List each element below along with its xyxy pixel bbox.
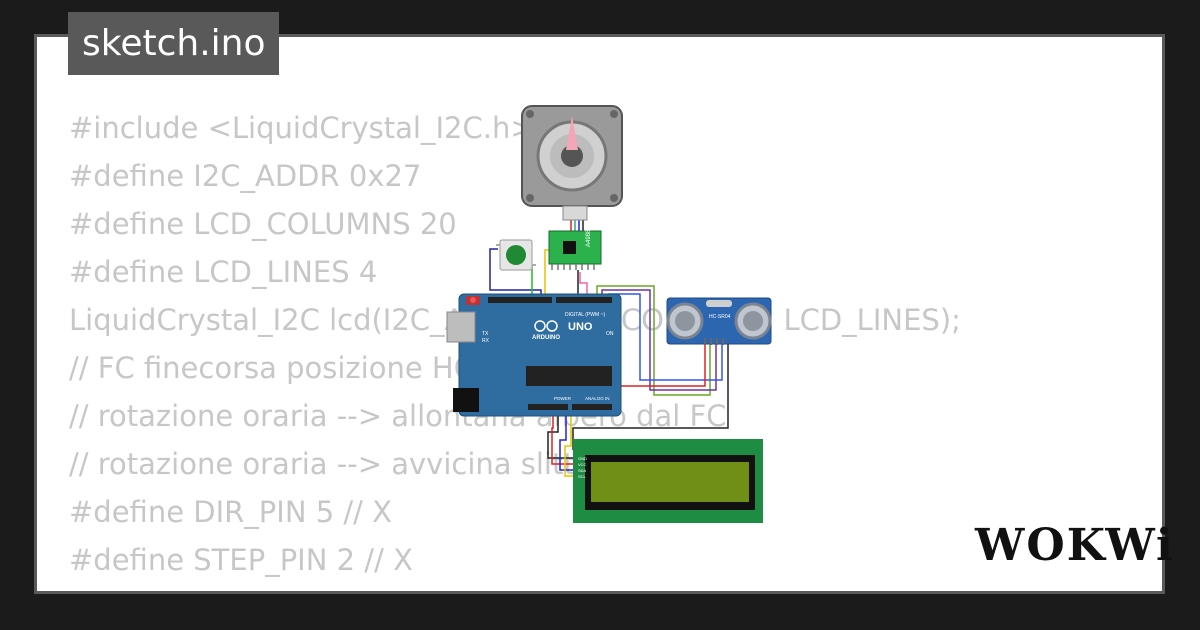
code-line: #define I2C_ADDR 0x27 <box>69 159 422 193</box>
lcd-pin-gnd: GND <box>578 456 587 461</box>
board-brand: UNO <box>568 321 593 333</box>
file-tab-label: sketch.ino <box>82 23 266 64</box>
lcd-pin-sda: SDA <box>578 468 587 473</box>
a4988-label: A4988 <box>586 229 592 247</box>
board-sub: ARDUINO <box>532 335 560 341</box>
lcd-pin-scl: SCL <box>578 474 587 479</box>
a4988-driver[interactable]: A4988 <box>548 229 602 270</box>
lcd-display[interactable]: GND VCC SDA SCL <box>573 439 763 523</box>
code-line: #include <LiquidCrystal_I2C.h> <box>69 111 535 145</box>
sensor-label: HC-SR04 <box>709 314 731 320</box>
stepper-motor[interactable] <box>521 105 623 221</box>
rx-label: RX <box>482 338 490 344</box>
tx-label: TX <box>482 331 489 337</box>
analog-label: ANALOG IN <box>585 396 610 401</box>
code-line: #define LCD_LINES 4 <box>69 255 378 289</box>
pushbutton[interactable] <box>496 239 536 271</box>
hc-sr04-sensor[interactable]: HC-SR04 <box>666 297 772 345</box>
lcd-pin-vcc: VCC <box>578 462 587 467</box>
code-line: #define DIR_PIN 5 // X <box>69 495 393 529</box>
code-line: #define STEP_PIN 2 // X <box>69 543 413 577</box>
power-label: POWER <box>554 396 572 401</box>
digital-label: DIGITAL (PWM ~) <box>565 312 605 318</box>
wokwi-logo-text: WOKWi <box>975 520 1175 571</box>
wokwi-logo: WOKWi <box>975 520 1175 571</box>
on-label: ON <box>606 331 614 337</box>
file-tab[interactable]: sketch.ino <box>68 12 280 75</box>
code-line: #define LCD_COLUMNS 20 <box>69 207 457 241</box>
arduino-uno-board[interactable]: DIGITAL (PWM ~) UNO ARDUINO TX RX ON POW… <box>446 293 622 417</box>
